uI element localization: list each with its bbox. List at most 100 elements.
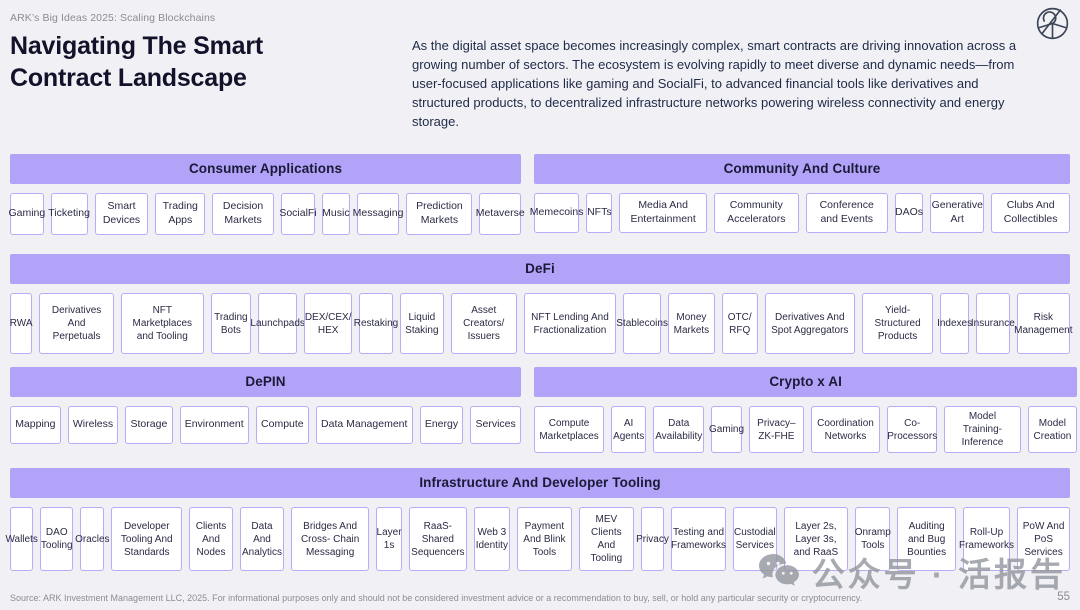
category-box: MEV Clients And Tooling [578, 507, 634, 571]
category-box: Storage [125, 406, 173, 444]
category-box: Custodial Services [732, 507, 777, 571]
category-box: Community Accelerators [713, 193, 799, 233]
category-box: Clients And Nodes [189, 507, 233, 571]
category-box: Privacy– ZK-FHE [748, 406, 804, 453]
category-box: Compute [255, 406, 309, 444]
section-title: DeFi [10, 254, 1070, 284]
category-box: NFT Lending And Fractionalization [523, 293, 617, 354]
category-box: Coordination Networks [810, 406, 881, 453]
category-box: DAOs [894, 193, 924, 233]
category-box: Gaming [709, 406, 744, 453]
category-box: RaaS-Shared Sequencers [408, 507, 467, 571]
category-box: Asset Creators/ Issuers [450, 293, 517, 354]
category-box: Environment [179, 406, 249, 444]
category-box: Music [322, 193, 350, 235]
source-disclaimer: Source: ARK Investment Management LLC, 2… [10, 593, 863, 603]
category-box: SocialFi [279, 193, 317, 235]
page-number: 55 [1057, 591, 1070, 603]
category-box: Liquid Staking [399, 293, 444, 354]
category-box: Insurance [971, 293, 1015, 354]
category-box: Messaging [353, 193, 403, 235]
category-box: NFT Marketplaces and Tooling [120, 293, 204, 354]
category-box: Trading Bots [210, 293, 251, 354]
category-box: Wallets [5, 507, 38, 571]
category-box: DAO Tooling [40, 507, 74, 571]
report-eyebrow: ARK’s Big Ideas 2025: Scaling Blockchain… [10, 12, 216, 24]
category-box: OTC/ RFQ [721, 293, 758, 354]
category-box: Launchpads [250, 293, 305, 354]
category-box: Compute Marketplaces [534, 406, 605, 453]
category-box: Auditing and Bug Bounties [897, 507, 956, 571]
section-title: Infrastructure And Developer Tooling [10, 468, 1070, 498]
category-box: NFTs [586, 193, 613, 233]
section-title: Community And Culture [534, 154, 1070, 184]
category-box: Gaming [8, 193, 45, 235]
slide-header: ARK’s Big Ideas 2025: Scaling Blockchain… [10, 7, 1070, 154]
category-box: Data Management [315, 406, 413, 444]
category-box: Bridges And Cross- Chain Messaging [291, 507, 370, 571]
category-box: Energy [419, 406, 464, 444]
category-box: RWA [10, 293, 33, 354]
category-box: Oracles [75, 507, 110, 571]
category-box: Data Availability [653, 406, 705, 453]
category-box: Wireless [67, 406, 119, 444]
category-box: Conference and Events [805, 193, 888, 233]
category-box: Mapping [10, 406, 61, 444]
section-row-4: Infrastructure And Developer Tooling Wal… [5, 468, 1070, 571]
category-box: Yield-Structured Products [862, 293, 934, 354]
intro-paragraph: As the digital asset space becomes incre… [412, 38, 1017, 130]
category-box: Memecoins [530, 193, 583, 233]
ark-logo-icon [1035, 6, 1070, 41]
category-box: Generative Art [930, 193, 985, 233]
category-box: Testing and Frameworks [671, 507, 726, 571]
section-infrastructure-developer-tooling: Infrastructure And Developer Tooling Wal… [5, 468, 1070, 571]
category-box: Roll-Up Frameworks [959, 507, 1014, 571]
category-box: Model Training- Inference [944, 406, 1021, 453]
section-title: DePIN [10, 367, 521, 397]
category-box: Indexes [937, 293, 972, 354]
category-box: Layer 2s, Layer 3s, and RaaS [783, 507, 849, 571]
category-box: Smart Devices [94, 193, 149, 235]
category-box: Layer 1s [376, 507, 402, 571]
section-title: Consumer Applications [10, 154, 521, 184]
category-box: Derivatives And Perpetuals [39, 293, 114, 354]
category-box: Trading Apps [155, 193, 206, 235]
category-box: Data And Analytics [239, 507, 285, 571]
section-title: Crypto x AI [534, 367, 1078, 397]
category-box: Developer Tooling And Standards [111, 507, 183, 571]
category-box: Metaverse [476, 193, 525, 235]
category-box: Money Markets [668, 293, 715, 354]
category-box: Privacy [636, 507, 669, 571]
title-block: ARK’s Big Ideas 2025: Scaling Blockchain… [10, 10, 398, 154]
category-box: AI Agents [611, 406, 647, 453]
category-box: Stablecoins [616, 293, 668, 354]
category-box: Services [470, 406, 521, 444]
category-box: Derivatives And Spot Aggregators [764, 293, 856, 354]
category-box: Onramp Tools [855, 507, 891, 571]
slide-footer: Source: ARK Investment Management LLC, 2… [10, 591, 1070, 603]
category-box: Media And Entertainment [619, 193, 707, 233]
category-box: Payment And Blink Tools [516, 507, 572, 571]
category-box: PoW And PoS Services [1017, 507, 1070, 571]
category-box: Prediction Markets [406, 193, 473, 235]
category-box: DEX/CEX/ HEX [304, 293, 353, 354]
category-box: Decision Markets [212, 193, 274, 235]
category-box: Model Creation [1027, 406, 1078, 453]
category-box: Ticketing [48, 193, 90, 235]
category-box: Risk Management [1014, 293, 1073, 354]
